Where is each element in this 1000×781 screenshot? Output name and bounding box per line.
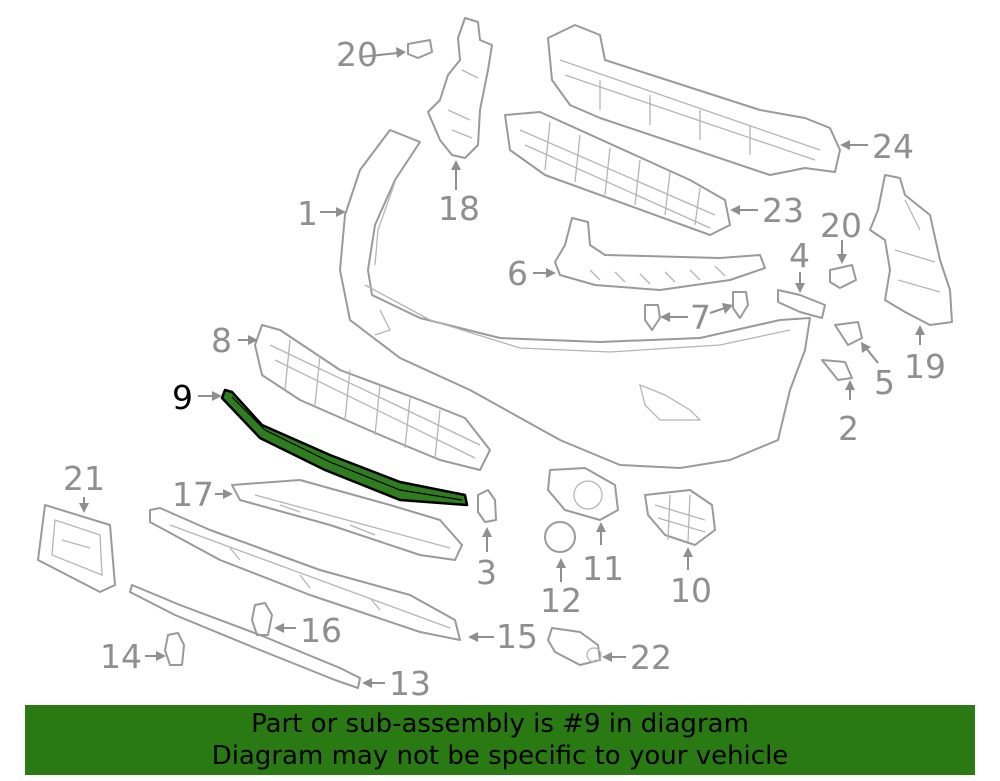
callout-1: 1 — [297, 194, 318, 233]
callout-9-highlighted: 9 — [172, 378, 193, 417]
callout-16: 16 — [300, 611, 342, 650]
callout-13: 13 — [389, 664, 431, 700]
part-5-screw — [834, 321, 863, 346]
callout-2: 2 — [838, 409, 859, 448]
callout-4: 4 — [789, 236, 810, 275]
callout-24: 24 — [872, 127, 914, 166]
callout-20-right: 20 — [820, 206, 862, 245]
part-2-screw — [821, 359, 853, 381]
part-15-under-cover — [149, 507, 461, 641]
callout-23: 23 — [762, 191, 804, 230]
callout-21: 21 — [63, 459, 105, 498]
part-23-energy-absorber — [504, 111, 731, 236]
callout-7: 7 — [690, 298, 711, 337]
callout-labels: 20 18 24 1 23 20 6 4 7 19 5 2 8 9 21 17 … — [63, 35, 946, 700]
callout-17: 17 — [172, 475, 214, 514]
callout-arrows — [79, 47, 925, 688]
part-24-reinforcement-beam — [547, 24, 841, 176]
part-4-clip — [777, 289, 826, 319]
part-17-splash-cover — [231, 479, 463, 561]
callout-20-top: 20 — [336, 35, 378, 74]
part-8-lower-grille — [254, 324, 491, 471]
part-14-clip — [164, 632, 185, 666]
part-6-side-bracket — [554, 217, 766, 291]
banner-line-2: Diagram may not be specific to your vehi… — [211, 741, 789, 771]
callout-12: 12 — [540, 581, 582, 620]
callout-14: 14 — [100, 637, 142, 676]
part-22-sensor — [547, 627, 602, 666]
part-21-license-bracket — [37, 504, 116, 593]
part-16-clip — [251, 602, 273, 636]
callout-3: 3 — [476, 553, 497, 592]
callout-15: 15 — [496, 617, 538, 656]
part-11-fog-bezel — [547, 467, 619, 521]
part-3-clip — [477, 489, 497, 523]
callout-19: 19 — [904, 347, 946, 386]
part-13-lower-strip — [129, 584, 361, 689]
info-banner: Part or sub-assembly is #9 in diagram Di… — [25, 705, 975, 775]
callout-22: 22 — [630, 638, 672, 677]
part-19-right-bracket — [869, 174, 953, 326]
part-12-cap — [544, 521, 576, 553]
parts-diagram: 20 18 24 1 23 20 6 4 7 19 5 2 8 9 21 17 … — [37, 17, 953, 700]
part-10-grille-insert — [644, 489, 716, 546]
part-9-molding-highlighted — [220, 388, 469, 507]
callout-6: 6 — [507, 254, 528, 293]
banner-line-1: Part or sub-assembly is #9 in diagram — [251, 709, 749, 739]
callout-5: 5 — [874, 363, 895, 402]
callout-18: 18 — [438, 189, 480, 228]
callout-11: 11 — [582, 549, 624, 588]
part-7-bolts — [644, 291, 749, 331]
part-20-bolts — [407, 39, 857, 289]
part-1-bumper-cover — [339, 129, 811, 469]
part-18-left-bracket — [427, 17, 493, 159]
callout-10: 10 — [670, 571, 712, 610]
callout-8: 8 — [211, 321, 232, 360]
